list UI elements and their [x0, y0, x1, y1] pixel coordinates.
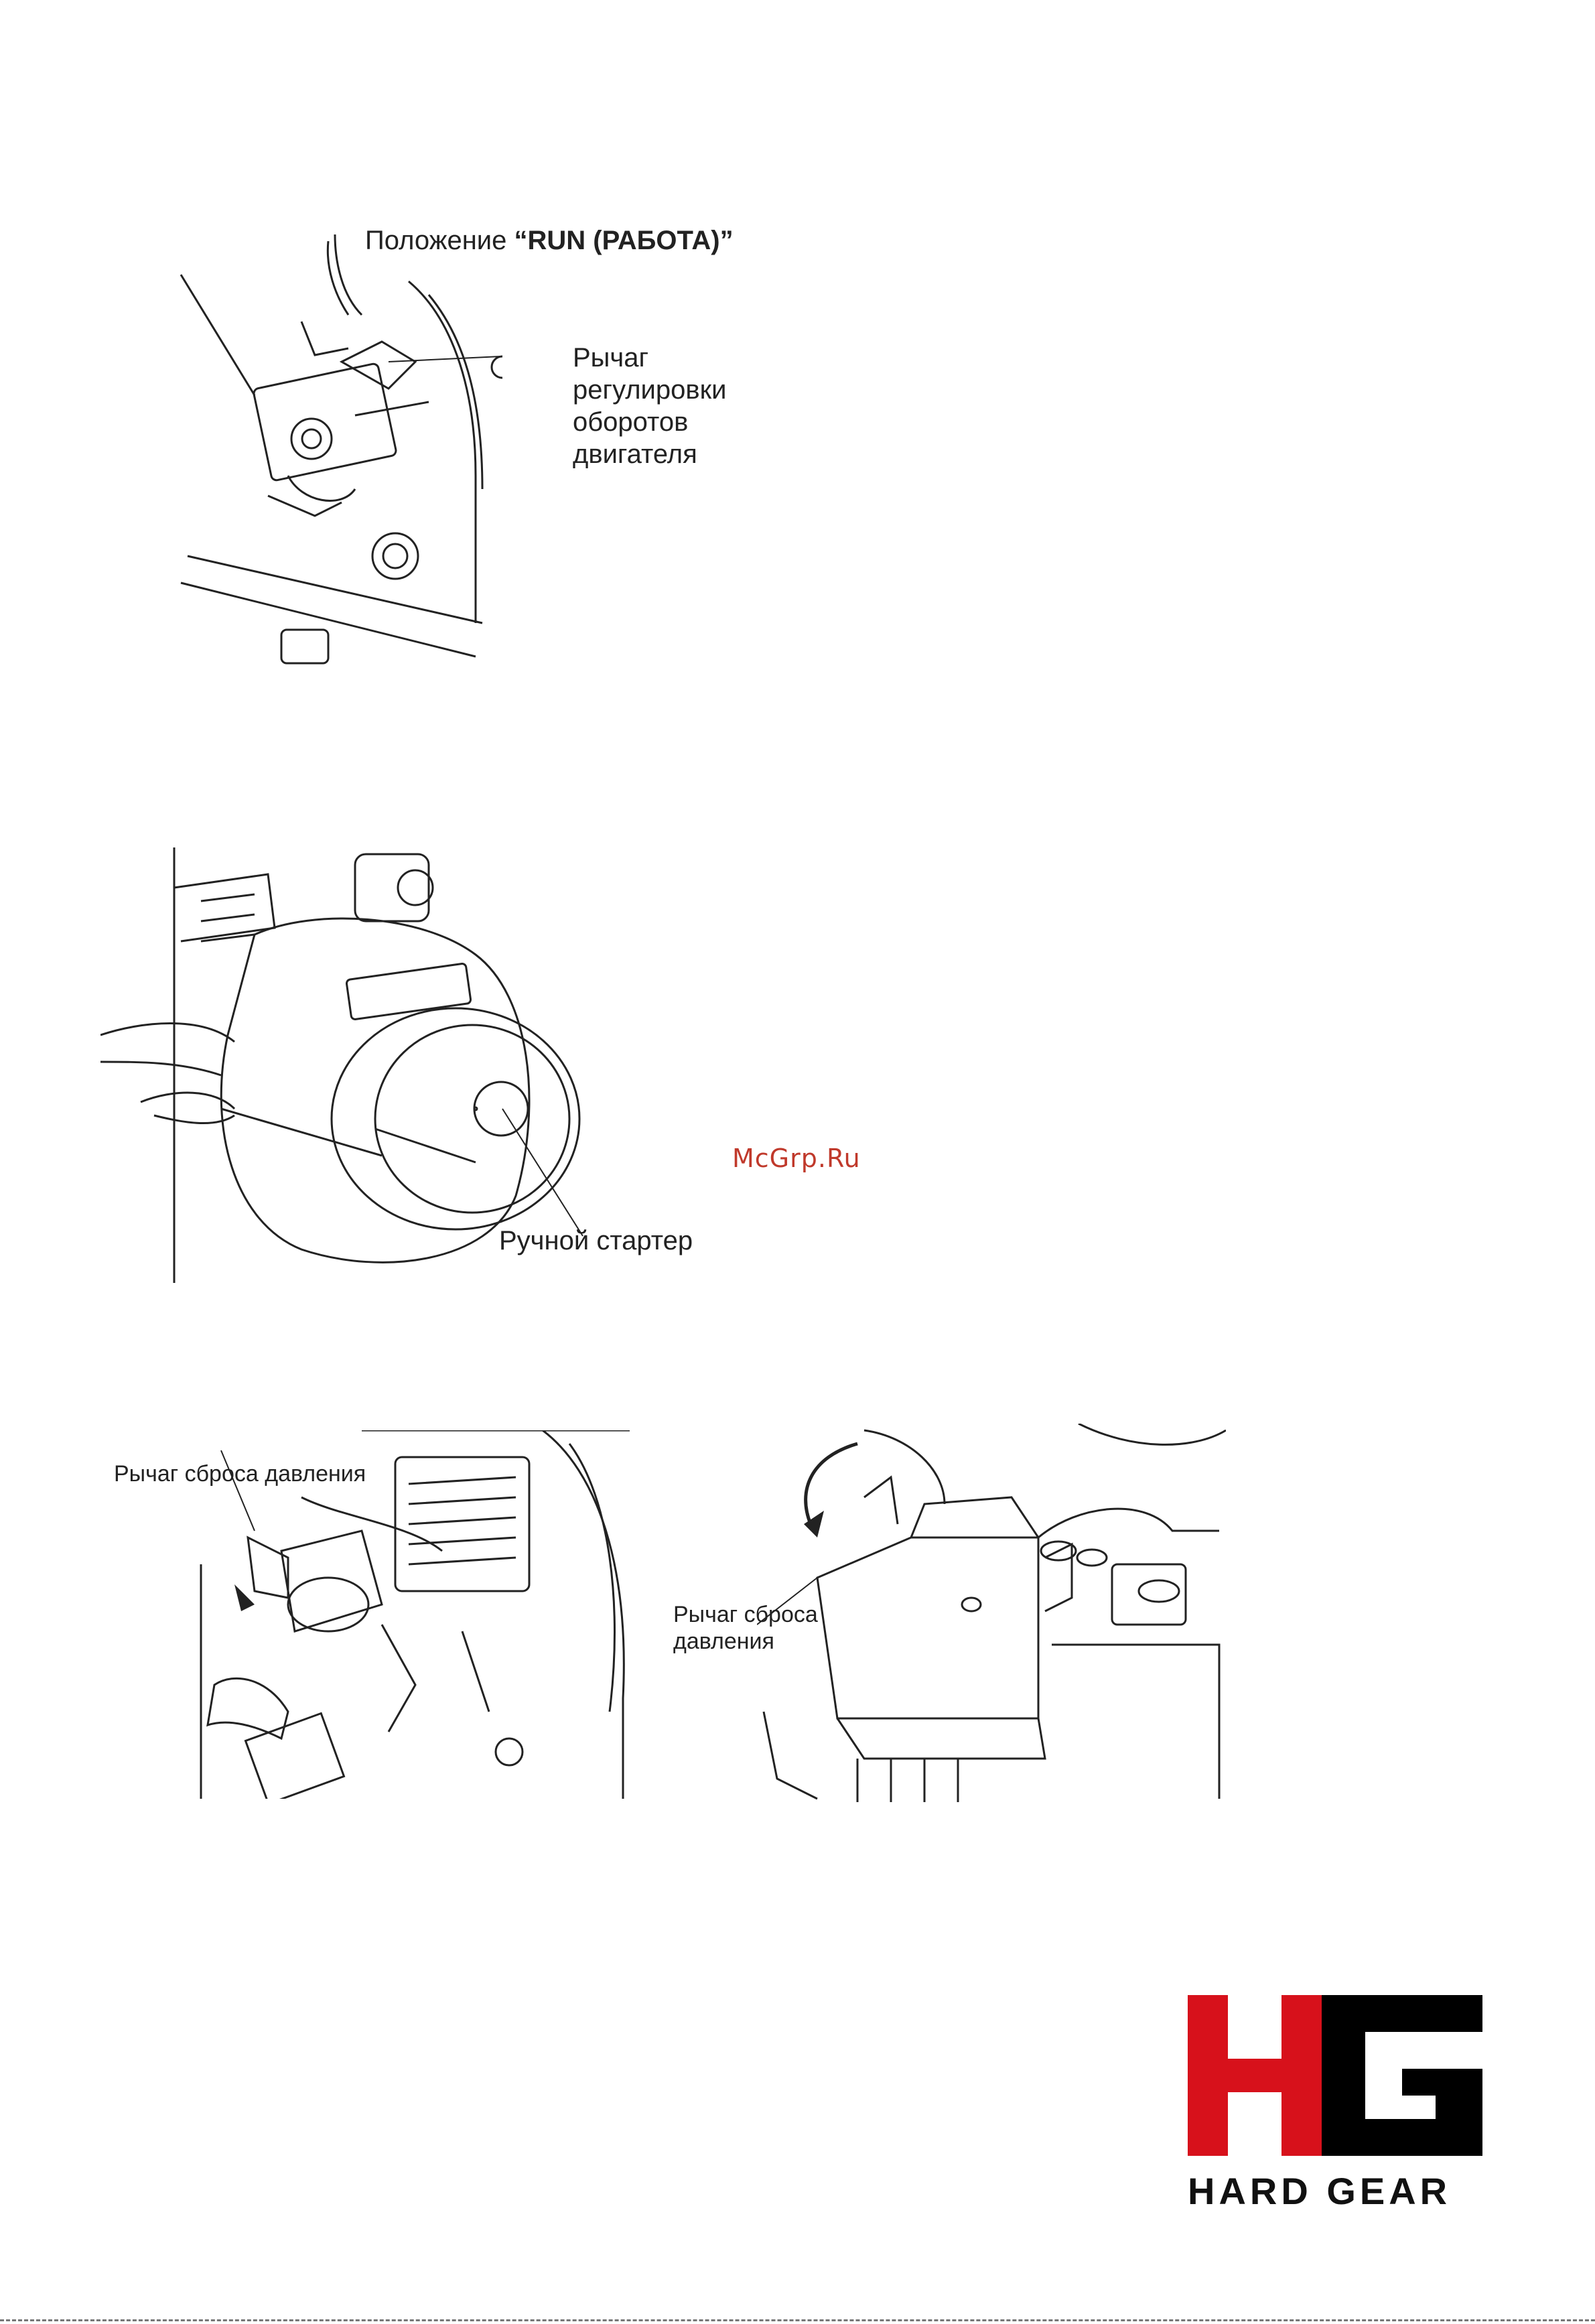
figure4-release-label: Рычаг сброса давления	[673, 1601, 818, 1655]
figure1-position-value: “RUN (РАБОТА)”	[514, 226, 734, 255]
figure1-lever-line-1: Рычаг	[573, 342, 726, 374]
figure-throttle-lever	[167, 221, 502, 683]
watermark-text: McGrp.Ru	[732, 1144, 861, 1173]
figure-manual-starter	[100, 847, 683, 1283]
manual-starter-drawing	[100, 847, 683, 1283]
figure1-lever-line-3: оборотов	[573, 406, 726, 438]
figure1-position-prefix: Положение	[365, 226, 514, 255]
bottom-dashed-rule	[0, 2319, 1595, 2321]
figure-decompression-right	[757, 1424, 1226, 1802]
figure2-starter-label: Ручной стартер	[499, 1225, 693, 1257]
figure1-lever-line-4: двигателя	[573, 438, 726, 470]
hard-gear-wordmark: HARD GEAR	[1188, 2169, 1451, 2213]
hard-gear-logo: HARD GEAR	[1188, 1995, 1482, 2223]
figure4-release-line-2: давления	[673, 1628, 818, 1655]
figure4-release-line-1: Рычаг сброса	[673, 1601, 818, 1628]
decompression-right-drawing	[757, 1424, 1226, 1802]
figure1-lever-line-2: регулировки	[573, 374, 726, 406]
figure3-release-label: Рычаг сброса давления	[114, 1460, 366, 1487]
figure1-lever-label: Рычаг регулировки оборотов двигателя	[573, 342, 726, 470]
figure1-position-label: Положение “RUN (РАБОТА)”	[365, 224, 734, 257]
engine-throttle-drawing	[167, 221, 502, 683]
